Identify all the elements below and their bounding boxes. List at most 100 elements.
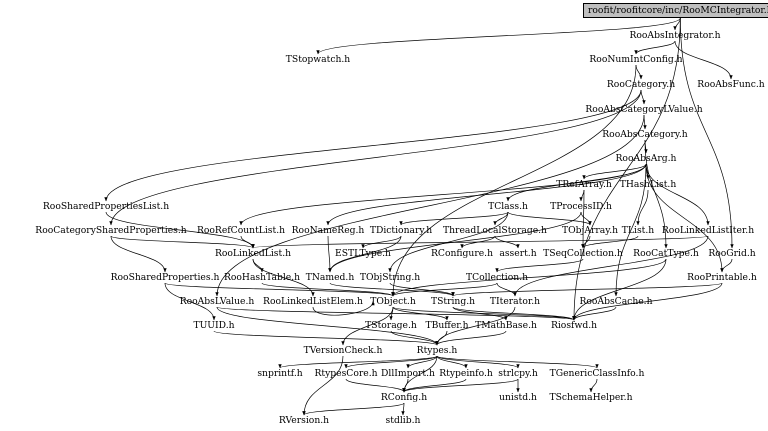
edge-roolinkedlistiter-to-titerator xyxy=(513,235,709,297)
node-trefarray[interactable]: TRefArray.h xyxy=(556,179,612,190)
edge-rtypes-to-snprintf xyxy=(278,355,438,369)
node-rooabscache[interactable]: RooAbsCache.h xyxy=(579,296,653,307)
edge-tobjstring-to-tstring xyxy=(389,282,455,297)
edge-tdictionary-to-tnamed xyxy=(328,235,402,273)
edge-rooabscategorylvalue-to-rooabslvalue xyxy=(215,114,645,297)
edge-tlist-to-tseqcollection xyxy=(581,235,639,249)
edge-rooprintable-to-tstring xyxy=(451,282,723,297)
node-titerator[interactable]: TIterator.h xyxy=(489,296,541,307)
node-roocategory[interactable]: RooCategory.h xyxy=(606,79,676,90)
edge-roosharedproperties-to-tobject xyxy=(164,282,395,297)
edge-rooabsarg-to-trefarray xyxy=(582,163,647,180)
node-dllimport[interactable]: DllImport.h xyxy=(381,368,435,379)
node-root[interactable]: roofit/roofitcore/inc/RooMCIntegrator.h xyxy=(583,3,768,18)
node-strlcpy[interactable]: strlcpy.h xyxy=(498,368,538,379)
node-thashlist[interactable]: THashList.h xyxy=(619,179,677,190)
edge-tclass-to-tdictionary xyxy=(399,211,509,226)
edge-trefarray-to-tseqcollection xyxy=(581,189,585,249)
edge-rooabsarg-to-roonamereg xyxy=(326,163,647,226)
node-tschemahelper[interactable]: TSchemaHelper.h xyxy=(549,392,633,403)
edge-roonumintconfig-to-roocategory xyxy=(635,64,643,80)
edge-root-to-roogrid xyxy=(679,17,734,249)
edge-roosharedpropertieslist-to-roolinkedlist xyxy=(105,211,255,249)
node-tlist[interactable]: TList.h xyxy=(621,225,655,236)
edge-roocattype-to-tobject xyxy=(391,258,667,297)
node-rconfigure[interactable]: RConfigure.h xyxy=(431,248,493,259)
node-rooabslvalue[interactable]: RooAbsLValue.h xyxy=(179,296,255,307)
node-roolinkedlist[interactable]: RooLinkedList.h xyxy=(214,248,292,259)
node-tuuid[interactable]: TUUID.h xyxy=(193,320,235,331)
edge-roocategory-to-rooabscategorylvalue xyxy=(640,89,646,105)
edge-roosharedproperties-to-tuuid xyxy=(164,282,216,321)
node-rtypeinfo[interactable]: Rtypeinfo.h xyxy=(439,368,493,379)
edge-rooabsintegrator-to-roonumintconfig xyxy=(634,40,676,55)
node-tclass[interactable]: TClass.h xyxy=(488,201,528,212)
node-rversion[interactable]: RVersion.h xyxy=(278,415,330,426)
edge-tobjarray-to-tseqcollection xyxy=(581,235,591,249)
node-riosfwd[interactable]: Riosfwd.h xyxy=(550,320,598,331)
edge-tdictionary-to-estltype xyxy=(361,235,402,249)
node-tcollection[interactable]: TCollection.h xyxy=(465,272,529,283)
edge-tbuffer-to-rtypes xyxy=(435,330,448,346)
edge-roolinkedlist-to-roolinkedlistelem xyxy=(252,258,315,297)
node-tmathbase[interactable]: TMathBase.h xyxy=(475,320,537,331)
node-rooabsfunc[interactable]: RooAbsFunc.h xyxy=(697,79,765,90)
node-tprocessid[interactable]: TProcessID.h xyxy=(550,201,612,212)
node-tobjstring[interactable]: TObjString.h xyxy=(359,272,421,283)
node-tstring[interactable]: TString.h xyxy=(430,296,476,307)
node-rconfig[interactable]: RConfig.h xyxy=(380,392,428,403)
node-tobject[interactable]: TObject.h xyxy=(370,296,416,307)
edge-tobject-to-tbuffer xyxy=(392,306,449,321)
node-roonumintconfig[interactable]: RooNumIntConfig.h xyxy=(589,54,683,65)
edge-roolinkedlist-to-roohashtable xyxy=(252,258,264,273)
node-stdlib[interactable]: stdlib.h xyxy=(385,415,421,426)
node-roonamereg[interactable]: RooNameReg.h xyxy=(291,225,365,236)
edge-thashlist-to-tlist xyxy=(636,189,649,226)
node-roohashtable[interactable]: RooHashTable.h xyxy=(223,272,301,283)
node-rooabscategory[interactable]: RooAbsCategory.h xyxy=(602,129,688,140)
node-rtypes[interactable]: Rtypes.h xyxy=(416,345,458,356)
node-roogrid[interactable]: RooGrid.h xyxy=(708,248,756,259)
edge-rooabsarg-to-rooabscache xyxy=(614,163,647,297)
node-snprintf[interactable]: snprintf.h xyxy=(257,368,303,379)
edge-tcollection-to-titerator xyxy=(496,282,517,297)
node-assert[interactable]: assert.h xyxy=(499,248,537,259)
node-tversioncheck[interactable]: TVersionCheck.h xyxy=(303,345,383,356)
node-threadlocalstorage[interactable]: ThreadLocalStorage.h xyxy=(443,225,547,236)
node-roocattype[interactable]: RooCatType.h xyxy=(633,248,699,259)
node-roorefcountlist[interactable]: RooRefCountList.h xyxy=(196,225,286,236)
node-rooprintable[interactable]: RooPrintable.h xyxy=(687,272,757,283)
node-tdictionary[interactable]: TDictionary.h xyxy=(369,225,433,236)
node-estltype[interactable]: ESTLType.h xyxy=(335,248,391,259)
edge-tobject-to-riosfwd xyxy=(392,306,576,321)
edge-tcollection-to-tobject xyxy=(391,282,498,297)
node-roolinkedlistelem[interactable]: RooLinkedListElem.h xyxy=(263,296,363,307)
edge-roocategory-to-roocategorysharedproperties xyxy=(109,89,642,226)
edge-rooprintable-to-riosfwd xyxy=(572,282,723,321)
edge-rtypes-to-dllimport xyxy=(406,355,438,369)
edge-roogrid-to-rooprintable xyxy=(720,258,733,273)
node-roosharedproperties[interactable]: RooSharedProperties.h xyxy=(110,272,220,283)
node-tstorage[interactable]: TStorage.h xyxy=(365,320,417,331)
node-rooabscategorylvalue[interactable]: RooAbsCategoryLValue.h xyxy=(585,104,703,115)
node-tseqcollection[interactable]: TSeqCollection.h xyxy=(543,248,623,259)
node-unistd[interactable]: unistd.h xyxy=(499,392,537,403)
node-rooabsarg[interactable]: RooAbsArg.h xyxy=(615,153,677,164)
node-rooabsintegrator[interactable]: RooAbsIntegrator.h xyxy=(629,30,721,41)
node-tgenericclassinfo[interactable]: TGenericClassInfo.h xyxy=(549,368,645,379)
node-tbuffer[interactable]: TBuffer.h xyxy=(425,320,469,331)
node-tnamed[interactable]: TNamed.h xyxy=(305,272,355,283)
edge-roolinkedlistelem-to-tobject xyxy=(312,301,375,316)
node-roocategorysharedproperties[interactable]: RooCategorySharedProperties.h xyxy=(35,225,187,236)
edge-rtypeinfo-to-rconfig xyxy=(402,378,467,393)
node-roolinkedlistiter[interactable]: RooLinkedListIter.h xyxy=(661,225,755,236)
edge-rtypes-to-rtypescore xyxy=(344,355,438,369)
node-roosharedpropertieslist[interactable]: RooSharedPropertiesList.h xyxy=(42,201,170,212)
node-tobjarray[interactable]: TObjArray.h xyxy=(561,225,619,236)
edge-rooabslvalue-to-rtypes xyxy=(216,306,439,346)
node-rtypescore[interactable]: RtypesCore.h xyxy=(314,368,378,379)
node-tstopwatch[interactable]: TStopwatch.h xyxy=(285,54,351,65)
edge-rtypes-to-tgenericclassinfo xyxy=(436,355,599,369)
edge-root-to-rooabsintegrator xyxy=(673,17,681,31)
